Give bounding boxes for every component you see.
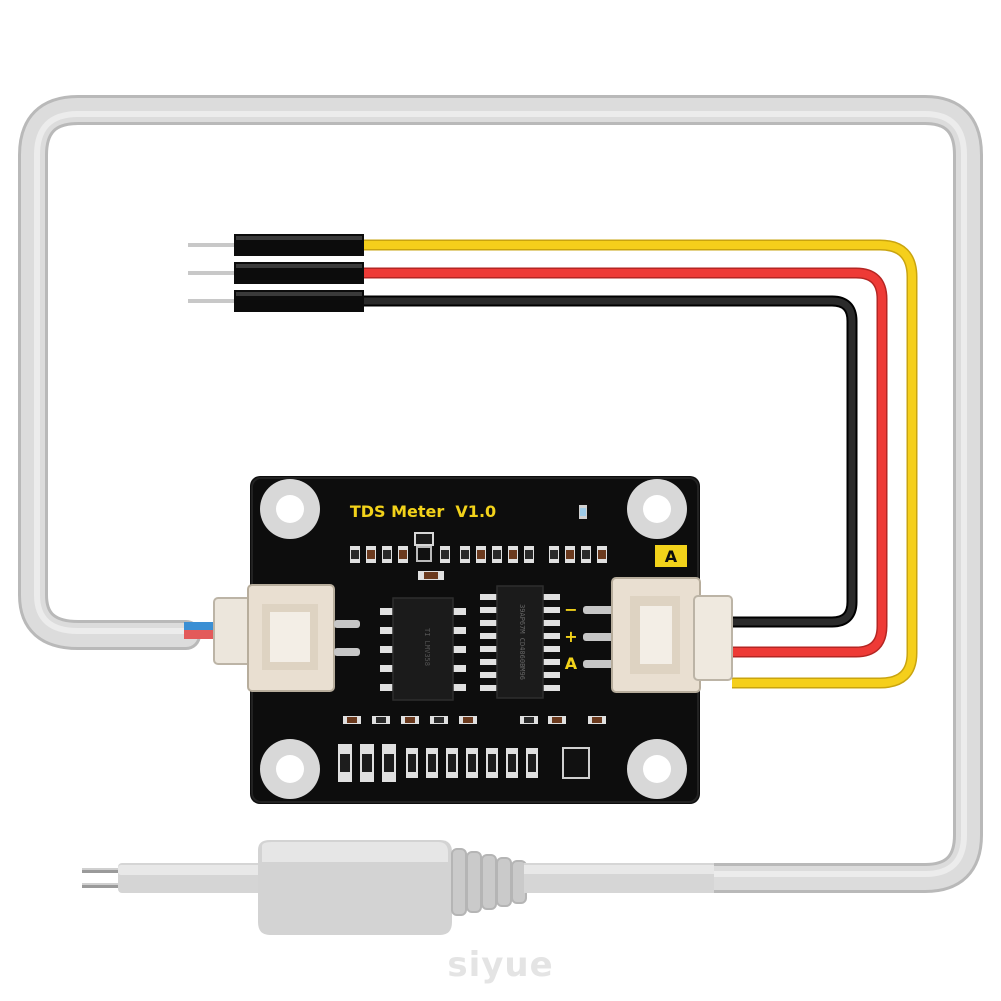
probe-cable — [18, 95, 983, 893]
chip-left-marking: TI LMV358 — [423, 628, 431, 666]
wire-vcc — [362, 269, 886, 656]
port-tag-label: A — [665, 547, 678, 566]
pin-label-gnd: − — [564, 600, 577, 619]
mounting-hole-icon — [260, 479, 687, 799]
signal-cable — [362, 239, 918, 689]
port-tag — [655, 545, 687, 567]
chip-right-marking: 39AP67M CD4060BM96 — [518, 604, 526, 680]
header-pin-icon — [188, 243, 238, 303]
wire-gnd — [362, 297, 856, 626]
pin-label-vcc: + — [564, 627, 577, 646]
pcb-board: TDS Meter V1.0 A — [250, 476, 700, 804]
pin-label-signal: A — [565, 654, 578, 673]
smd-components-bottom — [338, 716, 606, 782]
probe-connector — [213, 584, 360, 692]
wire-signal — [362, 241, 916, 687]
smd-components-top — [350, 532, 607, 580]
board-title: TDS Meter V1.0 — [350, 502, 496, 521]
signal-connector — [583, 577, 733, 693]
tds-probe — [82, 840, 714, 935]
watermark: siyue — [447, 945, 554, 985]
probe-tip-icon — [82, 868, 128, 888]
header-connector — [188, 234, 364, 312]
ic-op-amp: TI LMV358 — [380, 597, 466, 701]
ic-counter: 39AP67M CD4060BM96 — [480, 585, 560, 699]
